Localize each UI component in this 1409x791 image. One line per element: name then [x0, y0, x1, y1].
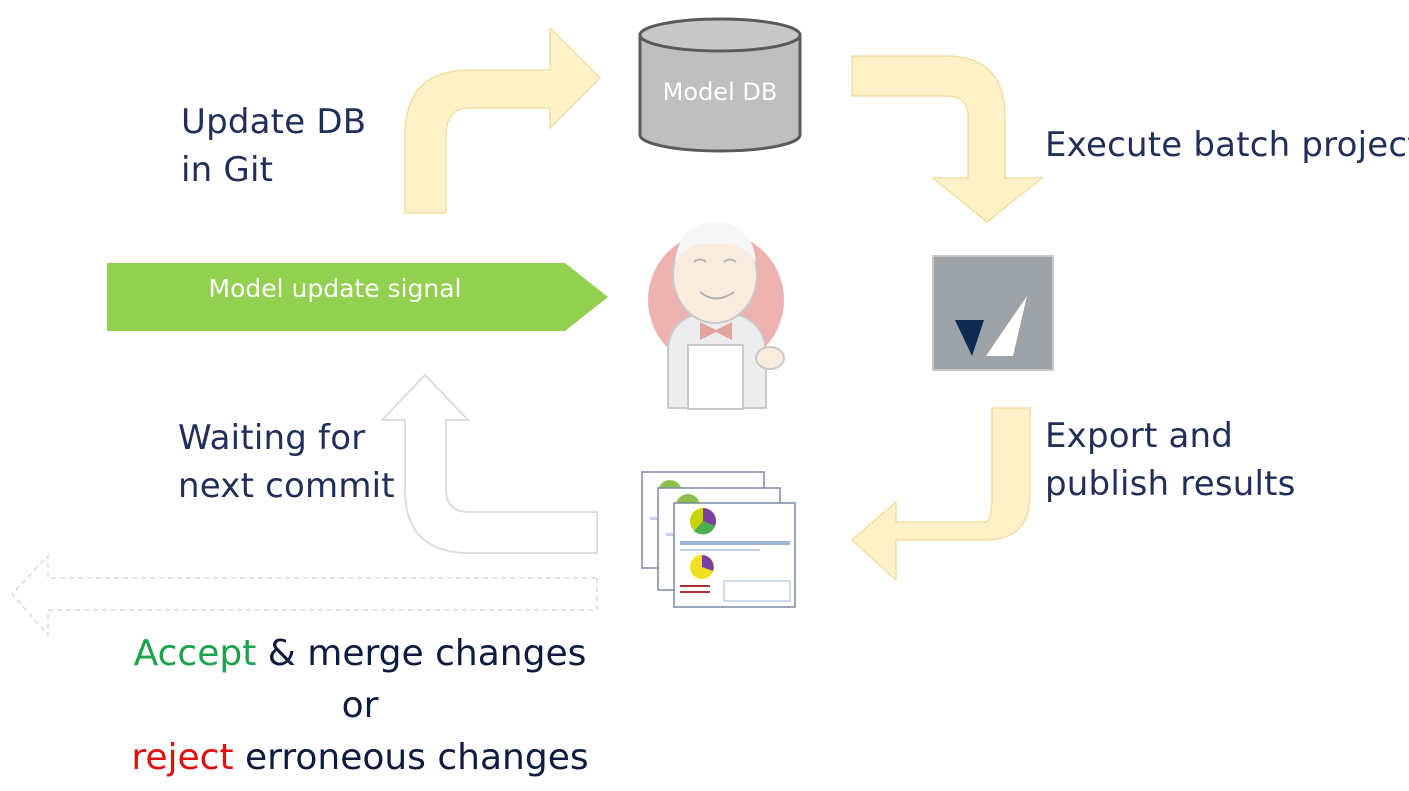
- or-line: or: [341, 685, 379, 727]
- report-documents-icon: [641, 471, 796, 608]
- model-db-label: Model DB: [662, 78, 778, 106]
- model-update-signal-label: Model update signal: [208, 274, 462, 303]
- accept-word: Accept: [133, 633, 257, 674]
- export-line-1: Export and: [1045, 416, 1234, 456]
- execute-line: Execute batch project: [1045, 125, 1409, 165]
- update-db-arrow: [404, 26, 602, 214]
- waiting-arrow: [379, 373, 598, 554]
- reject-rest: erroneous changes: [233, 737, 589, 779]
- reject-accept-arrow: [10, 554, 598, 637]
- database-icon: [638, 17, 802, 153]
- execute-label: Execute batch project: [1045, 121, 1409, 169]
- waiting-label: Waiting for next commit: [178, 414, 395, 511]
- accept-line: Accept & merge changes: [60, 628, 660, 680]
- export-arrow: [850, 407, 1031, 582]
- waiting-line-1: Waiting for: [178, 418, 366, 458]
- reject-line: reject erroneous changes: [60, 732, 660, 784]
- decision-text: Accept & merge changes or reject erroneo…: [60, 628, 660, 785]
- model-update-signal-shape: [107, 263, 608, 331]
- update-db-label: Update DB in Git: [181, 98, 366, 195]
- waiting-line-2: next commit: [178, 466, 395, 507]
- reject-word: reject: [131, 737, 234, 779]
- export-line-2: publish results: [1045, 464, 1296, 505]
- jenkins-butler-icon: [648, 222, 785, 410]
- export-label: Export and publish results: [1045, 412, 1296, 509]
- update-db-line-2: in Git: [181, 150, 274, 191]
- execute-arrow: [851, 55, 1045, 223]
- checkmark-tool-icon: [932, 255, 1054, 371]
- update-db-line-1: Update DB: [181, 102, 367, 142]
- accept-rest: & merge changes: [256, 633, 587, 674]
